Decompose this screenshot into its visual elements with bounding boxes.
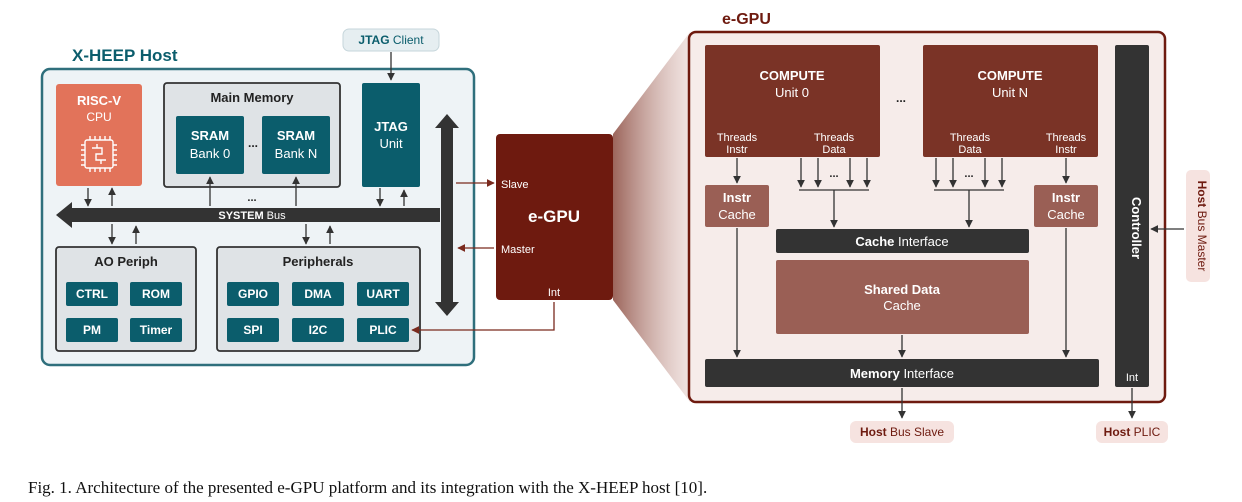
host-title: X-HEEP Host — [72, 46, 178, 65]
host-bus-slave-badge — [850, 421, 954, 443]
egpu-block — [496, 134, 613, 300]
memory-interface — [705, 359, 1099, 387]
shared-data-sublabel: Cache — [883, 298, 921, 313]
dma-label: DMA — [304, 287, 332, 301]
jtag-client-label — [342, 28, 440, 52]
egpu-int-label: Int — [548, 287, 560, 299]
sram0-label: SRAM — [191, 128, 229, 143]
shared-data-label: Shared Data — [864, 282, 941, 297]
egpu-slave-label: Slave — [501, 179, 529, 191]
compute-unit-0 — [705, 45, 880, 157]
timer-label: Timer — [140, 323, 173, 337]
sram0-sublabel: Bank 0 — [190, 146, 230, 161]
shared-data-cache — [776, 260, 1029, 334]
rom-label: ROM — [142, 287, 170, 301]
host-bus-slave-label: Host Bus Slave — [860, 425, 944, 439]
plic-label: PLIC — [369, 323, 397, 337]
egpu-block-title: e-GPU — [528, 207, 580, 226]
ao-periph-title: AO Periph — [94, 254, 158, 269]
cache-interface-label: Cache Interface — [855, 234, 948, 249]
plic-block — [357, 318, 409, 342]
instr-cache-left-label: Instr — [723, 190, 751, 205]
instr-cache-right-label: Instr — [1052, 190, 1080, 205]
pm-label: PM — [83, 323, 101, 337]
spi-block — [227, 318, 279, 342]
cache-interface — [776, 229, 1029, 253]
chip-icon — [81, 136, 117, 172]
main-memory-title: Main Memory — [210, 90, 294, 105]
spi-label: SPI — [243, 323, 262, 337]
cn-threads-data: Threads — [950, 132, 991, 144]
compute-unit-n — [923, 45, 1098, 157]
c0-threads-data-2: Data — [822, 144, 846, 156]
peripherals-title: Peripherals — [283, 254, 354, 269]
system-bus-label: SYSTEM Bus — [218, 210, 286, 222]
jtag-unit — [362, 83, 420, 187]
uart-block — [357, 282, 409, 306]
pm-block — [66, 318, 118, 342]
compute0-label: COMPUTE — [760, 68, 825, 83]
host-plic-badge — [1096, 421, 1168, 443]
sram-dots: ... — [248, 136, 258, 150]
i2c-label: I2C — [309, 323, 328, 337]
computen-label: COMPUTE — [978, 68, 1043, 83]
cn-threads-instr-2: Instr — [1055, 144, 1077, 156]
host-bus-master-badge — [1186, 170, 1210, 282]
sram-bank-n — [262, 116, 330, 174]
risc-v-label: RISC-V — [77, 93, 121, 108]
i2c-block — [292, 318, 344, 342]
sramn-sublabel: Bank N — [275, 146, 318, 161]
controller — [1115, 45, 1149, 387]
zoom-cone — [613, 32, 690, 402]
dma-block — [292, 282, 344, 306]
jtag-unit-sublabel: Unit — [379, 136, 403, 151]
sram-bank-0 — [176, 116, 244, 174]
instr-cache-right — [1034, 185, 1098, 227]
risc-v-cpu — [56, 84, 142, 186]
jtag-client-text: JTAG Client — [358, 33, 424, 47]
cn-data-dots: ... — [964, 168, 973, 180]
c0-threads-instr: Threads — [717, 132, 758, 144]
figure-caption: Fig. 1. Architecture of the presented e-… — [28, 478, 708, 497]
memory-interface-label: Memory Interface — [850, 366, 954, 381]
timer-block — [130, 318, 182, 342]
c0-data-dots: ... — [829, 168, 838, 180]
egpu-master-label: Master — [501, 244, 535, 256]
jtag-unit-label: JTAG — [374, 119, 408, 134]
compute-dots: ... — [896, 91, 906, 105]
bus-dots: ... — [247, 192, 256, 204]
cn-threads-data-2: Data — [958, 144, 982, 156]
uart-label: UART — [366, 287, 400, 301]
computen-sublabel: Unit N — [992, 85, 1028, 100]
instr-cache-left-sublabel: Cache — [718, 207, 756, 222]
host-bus-master-label: Host Bus Master — [1195, 181, 1209, 272]
instr-cache-right-sublabel: Cache — [1047, 207, 1085, 222]
ctrl-label: CTRL — [76, 287, 108, 301]
cpu-label: CPU — [86, 110, 111, 124]
ctrl-block — [66, 282, 118, 306]
instr-cache-left — [705, 185, 769, 227]
compute0-sublabel: Unit 0 — [775, 85, 809, 100]
vertical-bus — [435, 114, 459, 316]
gpio-block — [227, 282, 279, 306]
egpu-detail-title: e-GPU — [722, 11, 771, 28]
cn-threads-instr: Threads — [1046, 132, 1087, 144]
gpio-label: GPIO — [238, 287, 268, 301]
c0-threads-instr-2: Instr — [726, 144, 748, 156]
controller-int-label: Int — [1126, 372, 1138, 384]
system-bus — [56, 202, 440, 228]
sramn-label: SRAM — [277, 128, 315, 143]
controller-label: Controller — [1129, 197, 1144, 259]
rom-block — [130, 282, 182, 306]
host-plic-label: Host PLIC — [1104, 425, 1161, 439]
c0-threads-data: Threads — [814, 132, 855, 144]
